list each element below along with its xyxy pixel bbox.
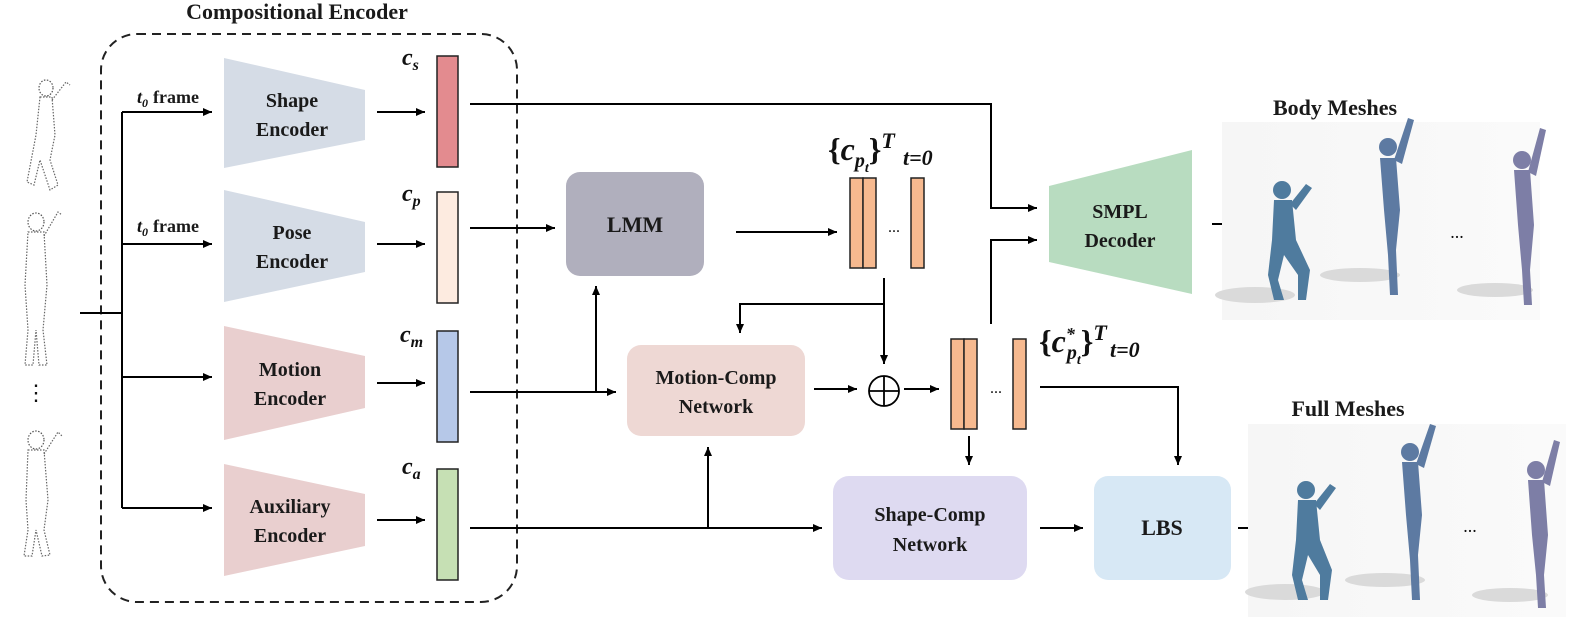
full-mesh-3 <box>1472 440 1560 608</box>
pose-encoder: Pose Encoder <box>224 190 365 302</box>
body-meshes-title: Body Meshes <box>1273 95 1398 120</box>
svg-text:Encoder: Encoder <box>254 388 326 410</box>
input-point-cloud-2 <box>24 211 63 366</box>
pose-code-label: cp <box>402 181 421 210</box>
full-meshes-ellipsis: ... <box>1463 516 1477 536</box>
pose-code-vector <box>436 191 459 304</box>
shape-code-vector <box>436 55 459 168</box>
full-mesh-2 <box>1345 424 1436 600</box>
shape-code-label: cs <box>402 45 419 74</box>
input-vertical-ellipsis: ⋮ <box>25 380 47 405</box>
svg-text:Network: Network <box>679 396 754 418</box>
refined-sequence-lower-index: t=0 <box>1110 337 1140 362</box>
svg-text:Motion-Comp: Motion-Comp <box>655 367 776 389</box>
svg-text:...: ... <box>888 219 900 236</box>
lbs-label: LBS <box>1141 515 1183 540</box>
input-bus <box>80 108 212 512</box>
full-mesh-1 <box>1245 481 1336 600</box>
svg-text:Motion: Motion <box>259 359 321 381</box>
refined-pose-token-sequence: ... <box>950 338 1027 430</box>
svg-text:Auxiliary: Auxiliary <box>249 496 330 518</box>
plus-operator <box>868 375 900 407</box>
pose-token-sequence: ... <box>849 177 925 269</box>
svg-text:Encoder: Encoder <box>256 119 328 141</box>
input-point-cloud-3 <box>23 430 63 557</box>
pose-sequence-lower-index: t=0 <box>903 145 933 170</box>
compositional-encoder-title: Compositional Encoder <box>186 0 408 24</box>
auxiliary-code-vector <box>436 468 459 581</box>
input-point-cloud-1 <box>26 79 71 191</box>
motion-comp-network <box>627 345 805 436</box>
shape-comp-network <box>833 476 1027 580</box>
svg-text:Pose: Pose <box>273 222 312 244</box>
motion-code-label: cm <box>400 322 423 351</box>
motion-code-vector <box>436 330 459 443</box>
svg-text:Shape: Shape <box>266 90 318 112</box>
auxiliary-code-label: ca <box>402 454 421 483</box>
body-mesh-3 <box>1457 128 1546 305</box>
smpl-decoder <box>1049 150 1192 294</box>
body-meshes-ellipsis: ... <box>1450 222 1464 242</box>
svg-text:SMPL: SMPL <box>1092 201 1148 223</box>
body-mesh-1 <box>1215 181 1312 303</box>
svg-text:Encoder: Encoder <box>256 251 328 273</box>
motion-encoder: Motion Encoder <box>224 326 365 440</box>
svg-text:Encoder: Encoder <box>254 525 326 547</box>
lbs-block <box>1094 476 1231 580</box>
svg-text:Shape-Comp: Shape-Comp <box>874 504 985 526</box>
svg-text:...: ... <box>990 380 1002 397</box>
full-meshes-title: Full Meshes <box>1291 396 1404 421</box>
svg-text:Network: Network <box>893 534 968 556</box>
lmm-label: LMM <box>607 212 663 237</box>
compositional-encoder-box <box>100 33 518 603</box>
lmm-block <box>566 172 704 276</box>
svg-text:Decoder: Decoder <box>1084 230 1155 252</box>
auxiliary-encoder: Auxiliary Encoder <box>224 464 365 576</box>
connections <box>470 103 1278 532</box>
refined-sequence-label: {c*pt}T <box>1039 320 1108 368</box>
pose-sequence-label: {cpt}T <box>828 128 896 176</box>
shape-encoder: Shape Encoder <box>224 58 365 168</box>
body-mesh-2 <box>1320 118 1414 295</box>
